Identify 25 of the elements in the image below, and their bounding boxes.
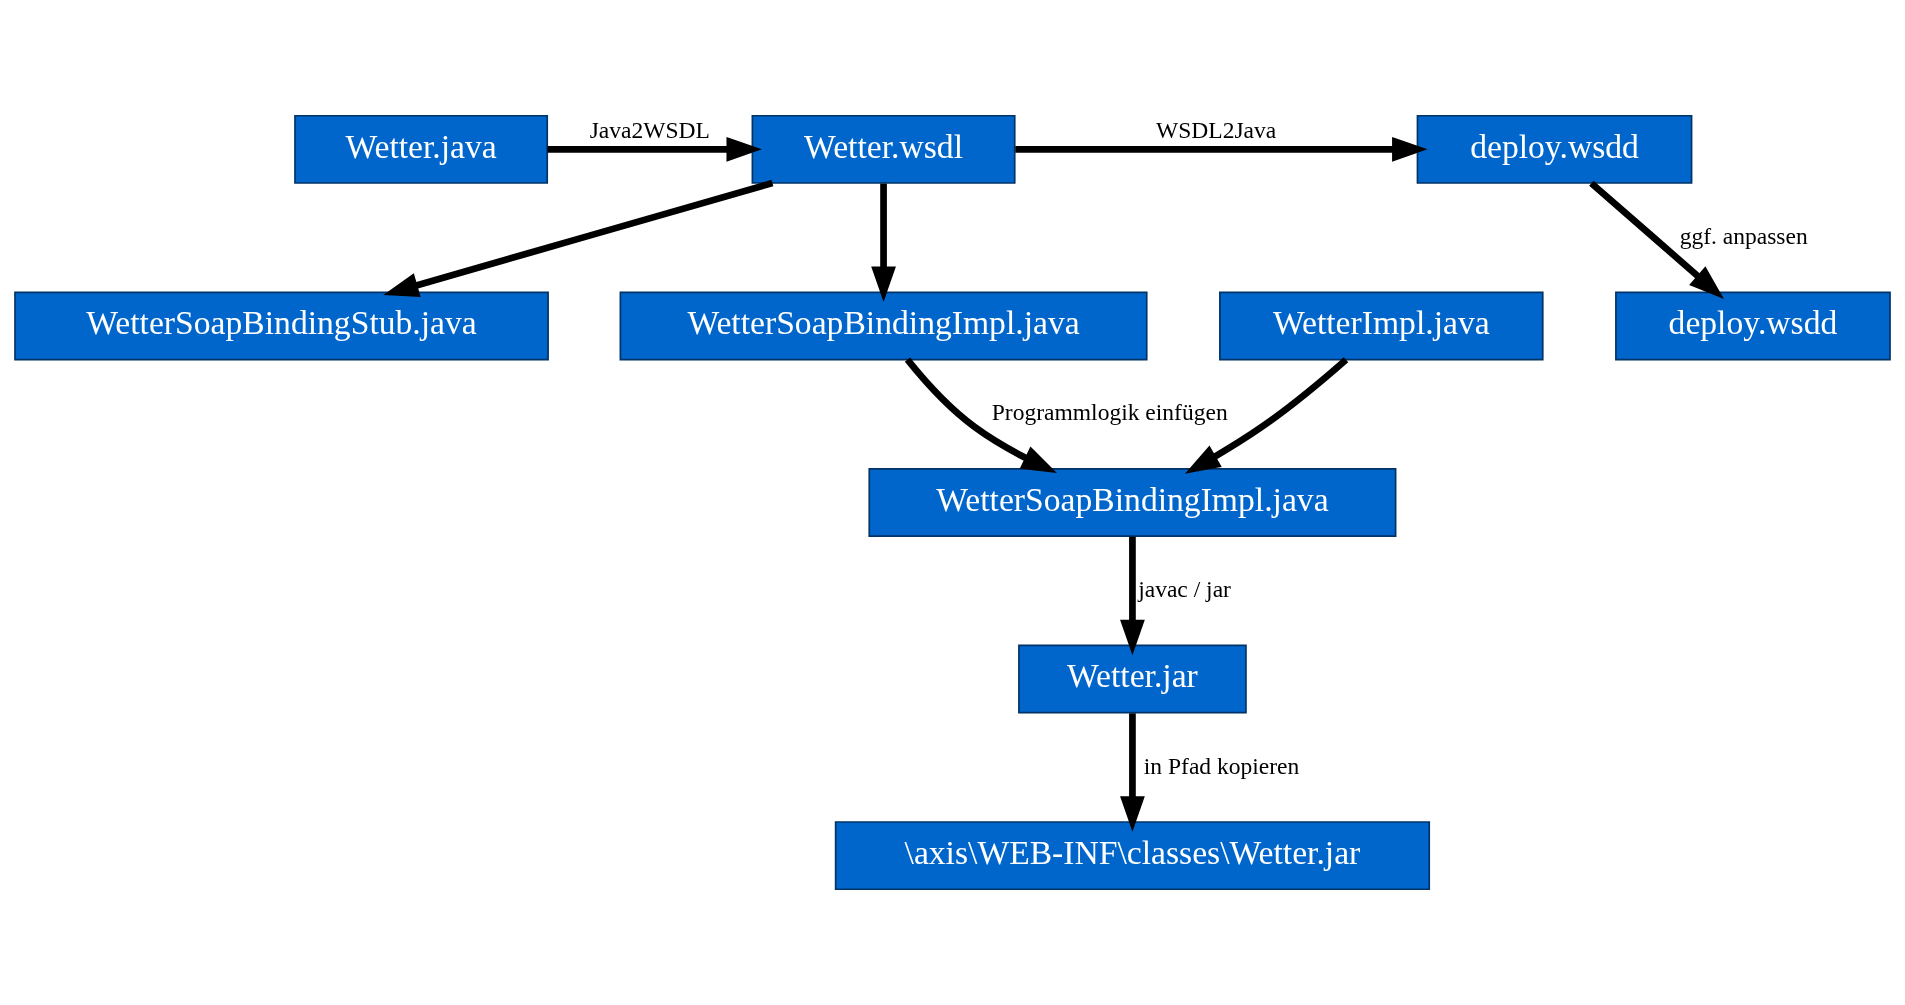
edge-label: in Pfad kopieren bbox=[1143, 752, 1300, 779]
arrow bbox=[383, 179, 774, 298]
arrow bbox=[1120, 536, 1145, 656]
edge-label: ggf. anpassen bbox=[1679, 222, 1808, 249]
node-box: WetterSoapBindingImpl.java bbox=[619, 291, 1148, 361]
arrow bbox=[871, 183, 896, 302]
node-box: deploy.wsdd bbox=[1416, 114, 1693, 184]
arrow bbox=[547, 136, 762, 162]
arrow bbox=[1589, 180, 1724, 299]
node-box: WetterSoapBindingStub.java bbox=[14, 291, 549, 361]
node-box: \axis\WEB-INF\classes\Wetter.jar bbox=[834, 821, 1431, 891]
arrow bbox=[1120, 713, 1145, 832]
node-box: WetterSoapBindingImpl.java bbox=[868, 468, 1397, 537]
arrow bbox=[904, 357, 1057, 473]
arrow bbox=[1184, 357, 1349, 474]
edge-label: WSDL2Java bbox=[1155, 116, 1277, 143]
arrow bbox=[1015, 136, 1428, 162]
node-box: Wetter.wsdl bbox=[751, 114, 1016, 184]
edge-label: javac / jar bbox=[1138, 576, 1231, 603]
node-box: Wetter.jar bbox=[1018, 644, 1247, 714]
node-box: deploy.wsdd bbox=[1615, 291, 1891, 361]
edge-label: Programmlogik einfügen bbox=[991, 399, 1228, 426]
node-box: WetterImpl.java bbox=[1219, 291, 1544, 361]
node-box: Wetter.java bbox=[294, 114, 549, 184]
edge-label: Java2WSDL bbox=[589, 116, 710, 143]
